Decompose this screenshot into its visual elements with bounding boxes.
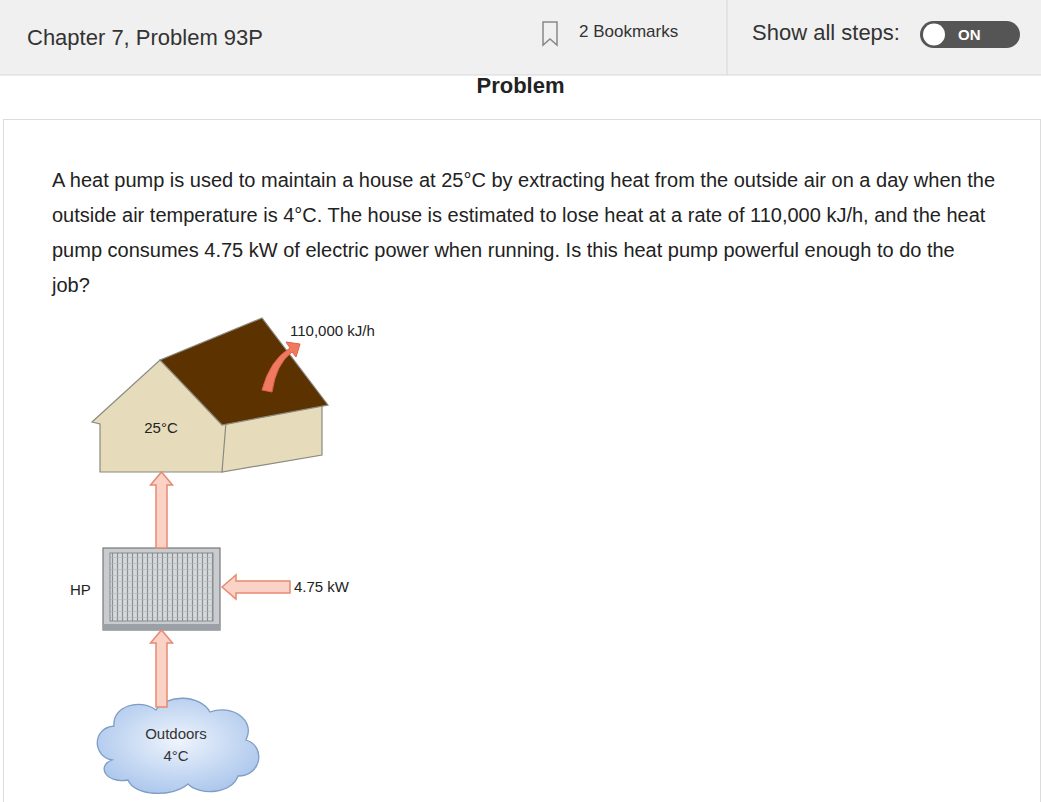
problem-statement: A heat pump is used to maintain a house …: [52, 163, 997, 303]
bookmark-icon: [543, 22, 557, 45]
content-box: [4, 120, 1041, 802]
bookmark-count: 2 Bookmarks: [579, 21, 678, 43]
toggle-knob: [923, 24, 945, 46]
heat-flow-arrow: [151, 630, 173, 707]
heat-pump-node: HP: [103, 548, 220, 630]
header-bar: [0, 0, 1041, 75]
house-text: 25°C: [100, 385, 222, 438]
power-input: 4.75 kW: [294, 577, 349, 597]
outdoors-text: Outdoors 4°C: [140, 723, 212, 767]
house-node: 25°C: [100, 385, 222, 472]
toggle-state: ON: [958, 25, 981, 44]
toggle-track: [920, 21, 1020, 48]
outdoors-node: Outdoors 4°C: [100, 707, 252, 789]
heat-flow-arrow: [151, 472, 173, 548]
heat-pump-text: HP: [70, 580, 91, 600]
heat-loss-arrow: [262, 342, 300, 392]
heat-pump-casing: [103, 548, 220, 630]
page-heading: Problem: [0, 72, 1041, 100]
outdoor-cloud: [97, 698, 259, 793]
heat-loss-rate: 110,000 kJ/h: [290, 321, 375, 341]
chapter-heading: Chapter 7, Problem 93P: [27, 24, 263, 52]
header-divider: [727, 0, 728, 75]
power-input-arrow: [222, 575, 290, 599]
heat-pump-grille: [110, 553, 213, 621]
steps-toggle-label: Show all steps:: [752, 19, 900, 47]
